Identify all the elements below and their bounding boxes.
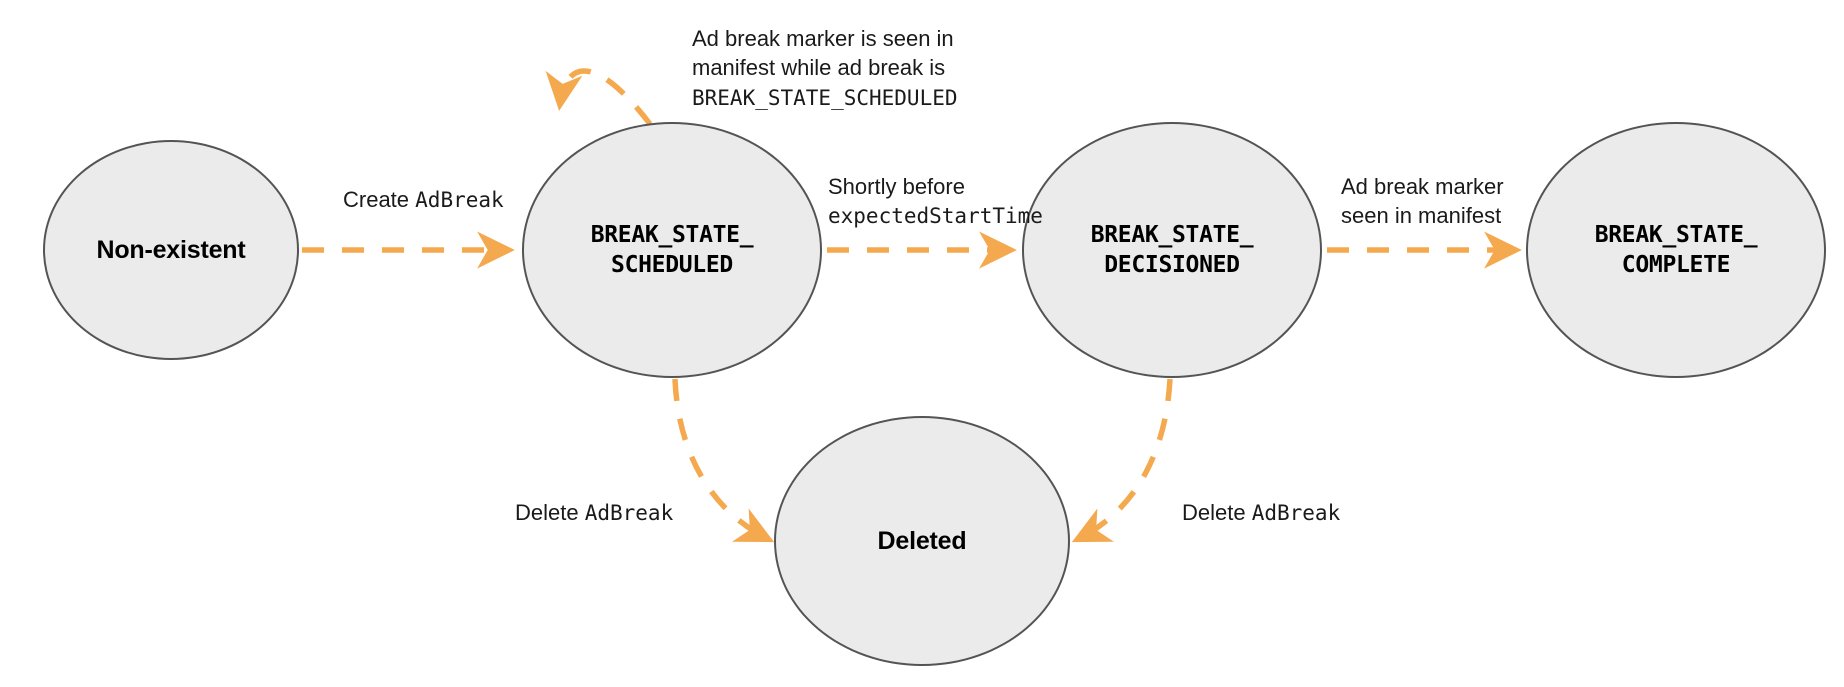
edge-label-run: Create <box>343 187 416 212</box>
edge-label-delete-adbreak-from-scheduled: Delete AdBreak <box>515 498 673 528</box>
edge-label-run: expectedStartTime <box>828 204 1043 229</box>
edge-label-line: manifest while ad break is <box>692 53 958 82</box>
edge-label-line: Ad break marker <box>1341 172 1504 201</box>
edge-label-run: AdBreak <box>584 501 674 525</box>
node-label-break-state-complete: BREAK_STATE_ COMPLETE <box>1594 221 1758 278</box>
edge-label-line: Delete AdBreak <box>515 498 673 528</box>
edge-label-run: Shortly before <box>828 174 965 199</box>
edge-label-run: manifest while ad break is <box>692 55 946 81</box>
edge-label-line: Delete AdBreak <box>1182 498 1340 528</box>
edge-label-line: Create AdBreak <box>343 185 504 215</box>
edge-delete-adbreak-from-decisioned <box>1071 378 1173 543</box>
edge-label-run: Ad break marker <box>1341 174 1504 199</box>
node-label-break-state-decisioned: BREAK_STATE_ DECISIONED <box>1090 221 1254 278</box>
node-label-non-existent: Non-existent <box>96 235 246 264</box>
node-break-state-scheduled[interactable]: BREAK_STATE_ SCHEDULED <box>522 122 822 378</box>
edge-label-ad-break-marker-seen-while-scheduled: Ad break marker is seen in manifest while… <box>692 24 958 112</box>
edge-delete-adbreak-from-scheduled <box>672 378 775 543</box>
node-break-state-complete[interactable]: BREAK_STATE_ COMPLETE <box>1526 122 1826 378</box>
node-non-existent[interactable]: Non-existent <box>43 140 299 360</box>
edge-label-run: Delete <box>515 500 585 525</box>
edge-label-run: BREAK_STATE_SCHEDULED <box>692 85 958 110</box>
edge-label-line: Ad break marker is seen in <box>692 24 958 53</box>
node-label-deleted: Deleted <box>877 526 967 555</box>
edge-label-shortly-before-expected-start-time: Shortly before expectedStartTime <box>828 172 1043 231</box>
node-deleted[interactable]: Deleted <box>774 416 1070 666</box>
edge-label-run: seen in manifest <box>1341 203 1502 229</box>
edge-label-line: BREAK_STATE_SCHEDULED <box>692 83 958 113</box>
node-break-state-decisioned[interactable]: BREAK_STATE_ DECISIONED <box>1022 122 1322 378</box>
edge-label-ad-break-marker-seen-in-manifest: Ad break marker seen in manifest <box>1341 172 1504 231</box>
edge-label-delete-adbreak-from-decisioned: Delete AdBreak <box>1182 498 1340 528</box>
edge-label-run: Delete <box>1182 500 1252 525</box>
edge-label-run: AdBreak <box>1251 501 1341 525</box>
edge-label-line: seen in manifest <box>1341 201 1504 230</box>
edge-ad-break-marker-seen-while-scheduled <box>545 68 653 126</box>
edge-label-create-adbreak: Create AdBreak <box>343 185 504 215</box>
edge-label-line: Shortly before <box>828 172 1043 201</box>
edge-label-run: Ad break marker is seen in <box>692 26 954 51</box>
edge-label-run: AdBreak <box>415 188 504 212</box>
edge-label-line: expectedStartTime <box>828 201 1043 231</box>
node-label-break-state-scheduled: BREAK_STATE_ SCHEDULED <box>590 221 754 278</box>
